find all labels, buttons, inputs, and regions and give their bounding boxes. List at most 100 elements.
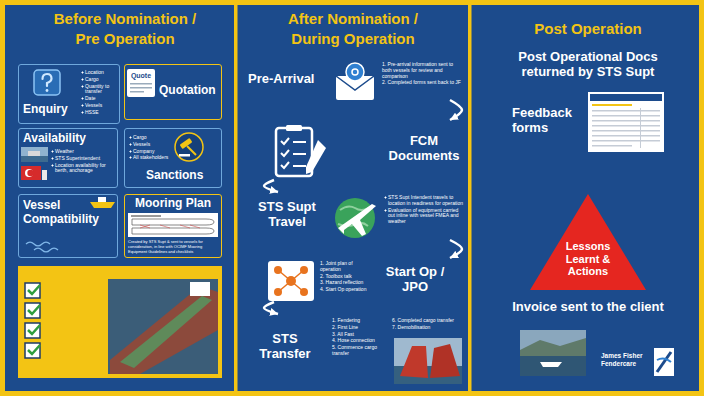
text-group: 6. Completed cargo transfer7. Demobilisa… <box>392 318 464 332</box>
drawing-part <box>274 266 282 274</box>
drawing-part <box>540 362 562 367</box>
step-note: 7. Demobilisation <box>392 325 464 331</box>
stage-box: Mooring PlanCreated by STS Supt & sent t… <box>124 194 222 258</box>
drawing-part <box>21 147 48 162</box>
lessons-triangle: Lessons Learnt & Actions <box>530 194 646 290</box>
text-group: Mooring Plan <box>128 197 218 211</box>
bullet-item: Date <box>81 96 117 102</box>
drawing-part <box>98 197 106 202</box>
drawing-part <box>46 89 49 92</box>
bullet-item: Cargo <box>81 77 117 83</box>
drawing-part <box>592 125 660 127</box>
drawing-part <box>42 170 47 180</box>
drawing-part <box>300 266 308 274</box>
drawing-part <box>180 138 193 149</box>
drawing-part <box>300 288 308 296</box>
box-title: Enquiry <box>23 103 79 117</box>
step-title: Pre-Arrival <box>248 72 332 87</box>
drawing-part <box>28 151 40 156</box>
drawing-part <box>592 115 660 117</box>
bullet-item: Vessels <box>81 103 117 109</box>
bullet-item: Vessels <box>129 142 175 148</box>
drawing-part <box>110 286 218 374</box>
drawing-part <box>278 270 304 292</box>
box-title: Availability <box>23 132 113 146</box>
step-note: 4. Start Op operation <box>320 287 374 293</box>
step-title: STS Transfer <box>250 332 320 362</box>
drawing-part <box>120 296 212 368</box>
text-group: Sanctions <box>146 169 218 183</box>
icon-text: Quote <box>127 72 155 80</box>
step-note: 5. Commence cargo transfer <box>332 345 388 357</box>
bullet-item: HSSE <box>81 110 117 116</box>
flow-arrow <box>264 180 278 192</box>
text-group: 1. Fendering2. First Line3. All Fast4. H… <box>332 318 388 358</box>
box-caption: Created by STS Supt & sent to vessels fo… <box>128 239 218 254</box>
drawing-part <box>520 338 586 356</box>
box-title: Mooring Plan <box>128 197 218 211</box>
drawing-part <box>27 170 33 176</box>
text-group: WeatherSTS SuperintendentLocation availa… <box>51 149 115 175</box>
checklist-icon <box>276 125 326 176</box>
step-note: 2. Toolbox talk <box>320 274 374 280</box>
drawing-part <box>127 69 155 97</box>
step-note: 1. Joint plan of operation <box>320 261 374 273</box>
label-slot: After Nomination / During Operation <box>273 9 433 48</box>
label-slot: Invoice sent to the client <box>478 300 698 315</box>
drawing-part <box>21 166 41 180</box>
drawing-part <box>293 142 306 166</box>
bullet-item: STS Superintendent <box>51 156 115 162</box>
drawing-part <box>130 87 152 89</box>
text-group: Created by STS Supt & sent to vessels fo… <box>128 239 218 254</box>
stage-box: CargoVesselsCompanyAll stakeholdersSanct… <box>124 128 222 188</box>
drawing-part <box>21 156 48 162</box>
drawing-part <box>131 215 161 217</box>
text-group: Pre-Arrival <box>248 72 332 87</box>
step-note: 1. Pre-arrival information sent to both … <box>382 62 462 79</box>
label-slot: Quote <box>127 72 155 80</box>
drawing-part <box>179 154 190 157</box>
drawing-part <box>175 133 203 161</box>
triangle-fill <box>530 194 646 290</box>
drawing-part <box>28 285 40 354</box>
drawing-part <box>352 69 358 75</box>
flow-step: Pre-Arrival 1. Pre-arrival information se… <box>242 58 466 100</box>
text-group: Start Op / JPO <box>378 265 452 295</box>
drawing-part <box>140 225 200 228</box>
drawing-part <box>25 343 40 358</box>
drawing-part <box>25 323 40 338</box>
column-divider <box>468 5 472 391</box>
text-group: Lessons Learnt & Actions <box>563 240 613 278</box>
label-slot: Post Operational Docs returned by STS Su… <box>508 50 668 80</box>
drawing-part <box>268 261 314 301</box>
checklist-panel <box>18 266 222 378</box>
text-group: STS Transfer <box>250 332 320 362</box>
bullet-item: Location availability for berth, anchora… <box>51 163 115 175</box>
bullet-item: Quantity to transfer <box>81 84 117 96</box>
flow-step: 1. Joint plan of operation2. Toolbox tal… <box>262 258 466 302</box>
text-group: Quotation <box>159 84 219 98</box>
section-text: Post Operational Docs returned by STS Su… <box>508 50 668 80</box>
stage-box: EnquiryLocationCargoQuantity to transfer… <box>18 64 120 124</box>
travel-icon <box>335 198 376 238</box>
drawing-part <box>306 140 326 174</box>
drawing-part <box>18 266 222 378</box>
drawing-part <box>430 344 460 378</box>
drawing-part <box>286 276 296 286</box>
drawing-part <box>281 138 289 168</box>
text-group: FCM Documents <box>386 134 462 164</box>
step-note: 3. Hazard reflection <box>320 280 374 286</box>
drawing-part <box>335 198 375 238</box>
step-note: 3. All Fast <box>332 332 388 338</box>
drawing-part <box>346 63 364 81</box>
drawing-part <box>108 279 218 374</box>
text-group: STS Supt Travel <box>250 200 324 230</box>
flow-arrow <box>450 100 462 120</box>
drawing-part <box>187 146 196 155</box>
team-icon <box>268 261 314 301</box>
drawing-part <box>34 70 60 95</box>
drawing-part <box>130 83 152 85</box>
logo-mark <box>654 348 674 376</box>
drawing-part <box>130 91 144 93</box>
